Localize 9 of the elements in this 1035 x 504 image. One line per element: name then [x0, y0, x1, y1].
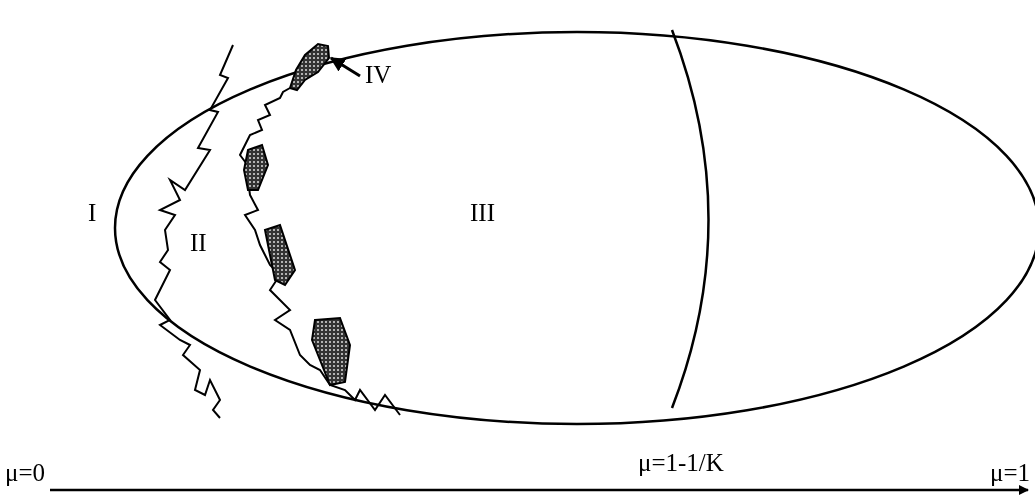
region-label: IV [365, 62, 392, 87]
axis-value-label: μ=1-1/K [638, 450, 724, 475]
axis-value-label: μ=1 [990, 460, 1030, 485]
leader-arrow [329, 56, 361, 78]
region-label: I [88, 200, 97, 225]
region-label: III [470, 200, 495, 225]
region-label: II [190, 230, 207, 255]
shaded-blob [288, 42, 331, 92]
axis-value-label: μ=0 [5, 460, 45, 485]
